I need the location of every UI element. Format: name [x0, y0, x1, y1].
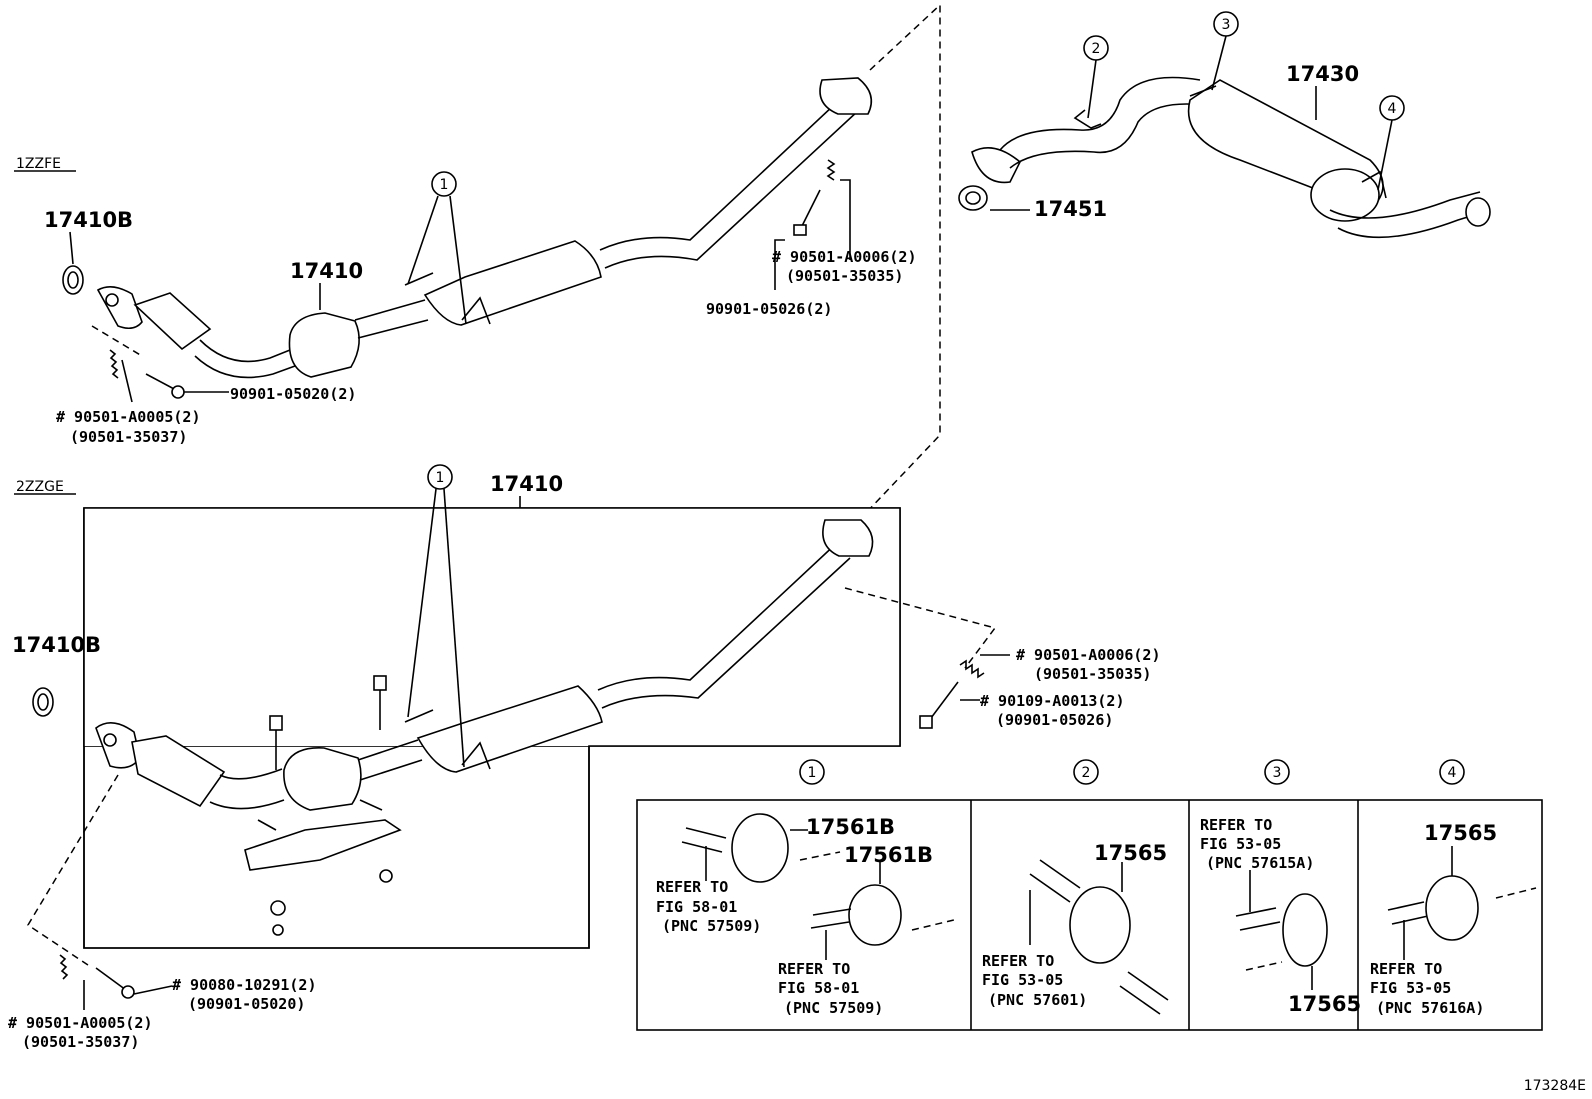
- detail-2-graphics: [1029, 859, 1169, 1015]
- hw-mid-bolt-right-alt: (90901-05026): [996, 711, 1113, 729]
- svg-text:2: 2: [1082, 765, 1091, 781]
- hw-top-bolt-right: 90901-05026(2): [706, 300, 832, 318]
- detail-3-part: 17565: [1288, 992, 1361, 1016]
- detail-2-ref-line2: FIG 53-05: [982, 971, 1063, 989]
- detail-4-graphics: [1387, 846, 1537, 960]
- detail-2-ref-line3: (PNC 57601): [988, 991, 1087, 1009]
- detail-1-ref-a-line1: REFER TO: [656, 878, 728, 896]
- detail-1-ref-a-line2: FIG 58-01: [656, 898, 737, 916]
- figure-id: 173284E: [1524, 1078, 1586, 1094]
- svg-text:1: 1: [808, 765, 817, 781]
- hw-top-spring-left-alt: (90501-35037): [70, 428, 187, 446]
- detail-box-number-4: 4: [1439, 759, 1465, 785]
- detail-2-ref-line1: REFER TO: [982, 952, 1054, 970]
- part-label-gasket-tail: 17451: [1034, 197, 1107, 221]
- part-label-gasket-top: 17410B: [44, 208, 133, 232]
- detail-box-number-2: 2: [1073, 759, 1099, 785]
- part-label-front-pipe-bottom: 17410: [490, 472, 563, 496]
- svg-text:2: 2: [1092, 41, 1101, 57]
- detail-3-ref-line3: (PNC 57615A): [1206, 854, 1314, 872]
- hw-bottom-spring-left: # 90501-A0005(2): [8, 1014, 153, 1032]
- tail-pipe-assembly: [971, 76, 1491, 239]
- part-label-tail-pipe: 17430: [1286, 62, 1359, 86]
- detail-3-graphics: [1235, 870, 1328, 990]
- hw-top-spring-left: # 90501-A0005(2): [56, 408, 201, 426]
- callout-circle-3-top: 3: [1211, 11, 1239, 91]
- detail-1-part-b: 17561B: [844, 843, 933, 867]
- hw-bottom-spring-left-alt: (90501-35037): [22, 1033, 139, 1051]
- detail-4-ref-line1: REFER TO: [1370, 960, 1442, 978]
- detail-frame: [636, 799, 1543, 1031]
- detail-4-ref-line3: (PNC 57616A): [1376, 999, 1484, 1017]
- detail-1-ref-b-line3: (PNC 57509): [784, 999, 883, 1017]
- callout-circle-1-top: 1: [407, 171, 467, 325]
- detail-box-number-3: 3: [1264, 759, 1290, 785]
- detail-4-part: 17565: [1424, 821, 1497, 845]
- detail-1-ref-b-line1: REFER TO: [778, 960, 850, 978]
- callout-circle-1-mid: 1: [407, 464, 465, 768]
- callout-circle-4-top: 4: [1377, 95, 1405, 191]
- hw-mid-spring-right-alt: (90501-35035): [1034, 665, 1151, 683]
- hw-top-bolt-left: 90901-05020(2): [230, 385, 356, 403]
- detail-3-ref-line2: FIG 53-05: [1200, 835, 1281, 853]
- detail-1-ref-a-line3: (PNC 57509): [662, 917, 761, 935]
- detail-1-part-a: 17561B: [806, 815, 895, 839]
- hw-top-spring-right: # 90501-A0006(2): [772, 248, 917, 266]
- hw-bottom-bolt-left-alt: (90901-05020): [188, 995, 305, 1013]
- detail-1-graphics: [681, 813, 955, 960]
- section-label-bottom: 2ZZGE: [16, 479, 64, 495]
- detail-3-ref-line1: REFER TO: [1200, 816, 1272, 834]
- svg-text:3: 3: [1222, 17, 1231, 33]
- svg-text:4: 4: [1448, 765, 1457, 781]
- hw-mid-spring-right: # 90501-A0006(2): [1016, 646, 1161, 664]
- top-front-pipe-assembly: [96, 77, 873, 379]
- bottom-front-pipe-assembly: [95, 519, 874, 936]
- svg-text:3: 3: [1273, 765, 1282, 781]
- svg-text:1: 1: [440, 177, 449, 193]
- hw-bottom-bolt-left: # 90080-10291(2): [172, 976, 317, 994]
- callout-circle-2-top: 2: [1083, 35, 1109, 119]
- section-label-top: 1ZZFE: [16, 156, 61, 172]
- detail-1-ref-b-line2: FIG 58-01: [778, 979, 859, 997]
- detail-4-ref-line2: FIG 53-05: [1370, 979, 1451, 997]
- hw-mid-bolt-right: # 90109-A0013(2): [980, 692, 1125, 710]
- detail-2-part: 17565: [1094, 841, 1167, 865]
- detail-box-number-1: 1: [799, 759, 825, 785]
- svg-text:1: 1: [436, 470, 445, 486]
- hw-top-spring-right-alt: (90501-35035): [786, 267, 903, 285]
- svg-text:4: 4: [1388, 101, 1397, 117]
- part-label-gasket-bottom: 17410B: [12, 633, 101, 657]
- part-label-front-pipe-top: 17410: [290, 259, 363, 283]
